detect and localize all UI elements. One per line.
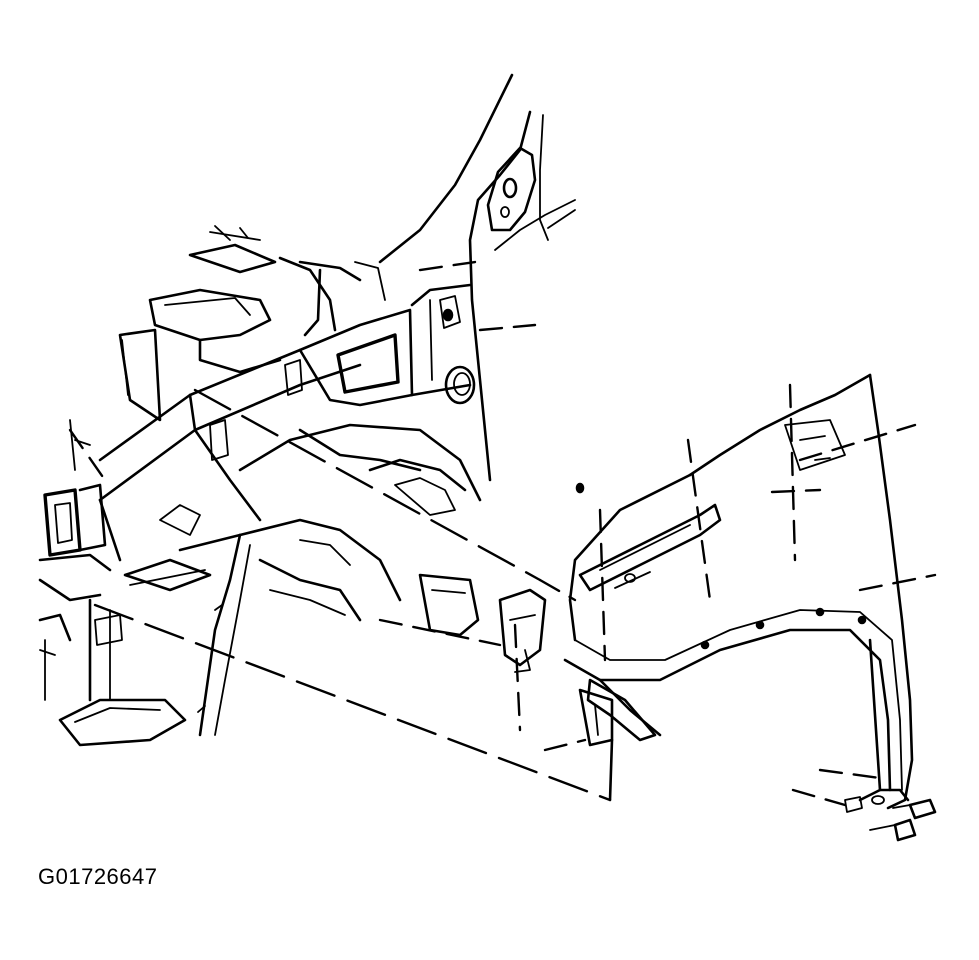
figure-id-label: G01726647 [38,864,158,889]
alignment-lines [68,260,937,807]
bolt-icon [844,796,937,842]
inner-fender-structure-icon [38,73,576,747]
fender-panel-icon [563,373,914,810]
